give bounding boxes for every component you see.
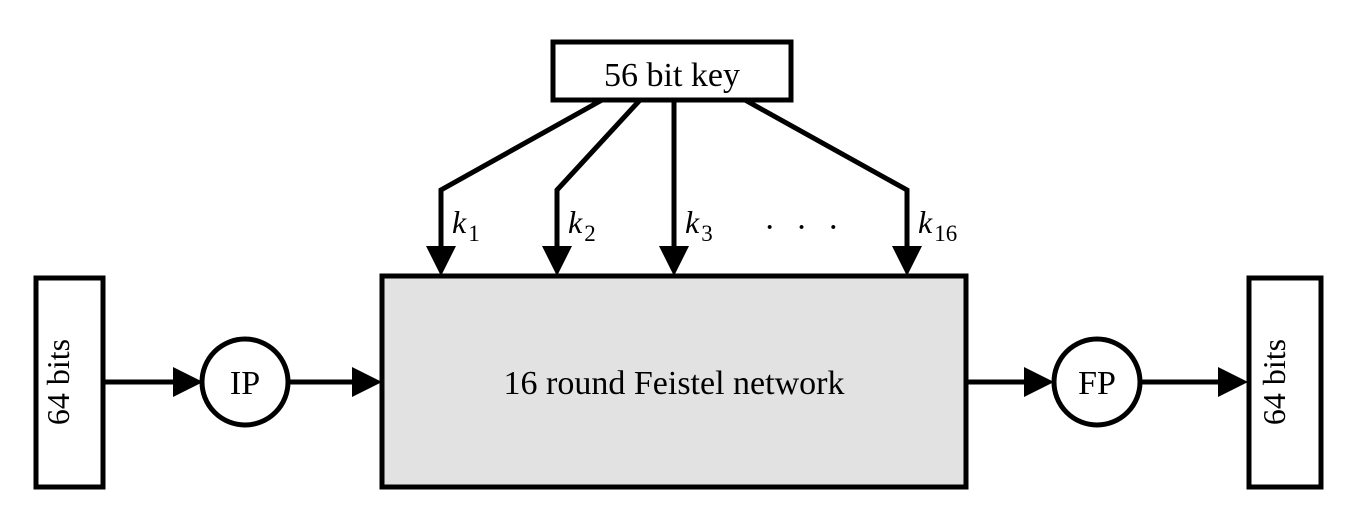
key-fanout-line-16 — [743, 97, 910, 258]
feistel-network-label: 16 round Feistel network — [504, 365, 845, 402]
output-box-label: 64 bits — [1256, 339, 1292, 425]
subkey-index-k1: 1 — [468, 221, 480, 246]
subkey-ellipsis: · · · — [764, 209, 845, 246]
input-box — [33, 275, 106, 490]
subkey-arrowhead-1 — [426, 246, 456, 276]
arrowhead-into-feistel — [352, 367, 382, 397]
subkey-label-k2: k2 — [568, 204, 596, 246]
subkey-base-k3: k — [685, 204, 700, 240]
subkey-label-k16: k16 — [918, 204, 957, 246]
subkey-arrowhead-16 — [892, 246, 922, 276]
key-fanout-line-1 — [438, 97, 604, 258]
subkey-base-k2: k — [568, 204, 583, 240]
subkey-arrowhead-3 — [659, 246, 689, 276]
subkey-index-k16: 16 — [934, 221, 957, 246]
subkey-index-k3: 3 — [701, 221, 713, 246]
subkey-label-k1: k1 — [452, 204, 480, 246]
feistel-network-box — [379, 273, 969, 490]
subkey-index-k2: 2 — [584, 221, 596, 246]
arrowhead-into-fp — [1024, 367, 1054, 397]
output-box — [1246, 275, 1324, 490]
arrowhead-into-output — [1218, 367, 1248, 397]
subkey-base-k16: k — [918, 204, 933, 240]
input-box-label: 64 bits — [40, 339, 76, 425]
key-fanout-line-2 — [554, 98, 642, 258]
arrowhead-into-ip — [173, 367, 203, 397]
subkey-label-k3: k3 — [685, 204, 713, 246]
fp-label: FP — [1078, 365, 1116, 402]
subkey-arrowhead-2 — [542, 246, 572, 276]
key-box-label: 56 bit key — [604, 57, 740, 94]
ip-label: IP — [230, 365, 260, 402]
subkey-base-k1: k — [452, 204, 467, 240]
